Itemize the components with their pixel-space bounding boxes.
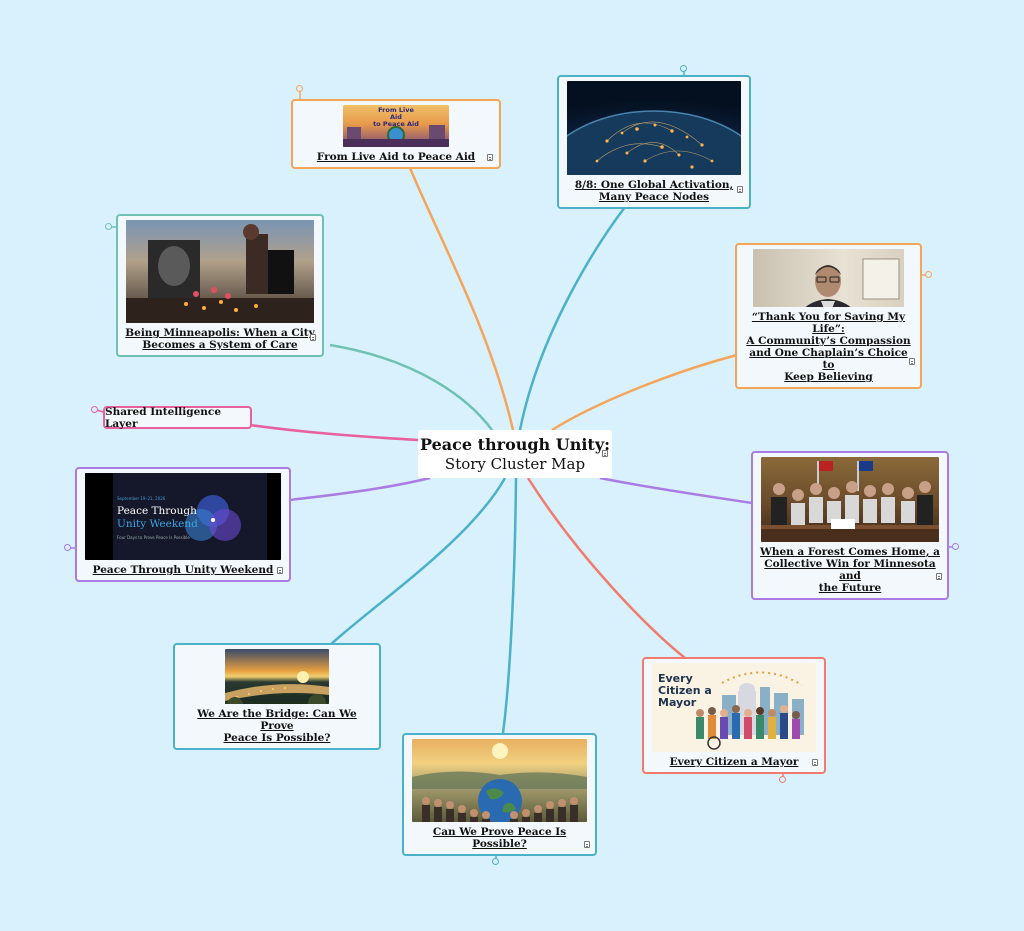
node-weekend[interactable]: September 19–21, 2026 Peace Through Unit… [75,467,291,582]
node-minneapolis[interactable]: Being Minneapolis: When a City Becomes a… [116,214,324,357]
weekend-line1: Peace Through [117,505,197,517]
memorial-photo [126,220,314,323]
note-icon[interactable] [737,186,743,193]
weekend-banner: September 19–21, 2026 Peace Through Unit… [85,473,281,560]
node-title[interactable]: From Live Aid to Peace Aid [316,151,476,163]
note-icon[interactable] [812,759,818,766]
live-aid-image-text: From Live Aid to Peace Aid [373,106,419,128]
central-topic[interactable]: Peace through Unity: Story Cluster Map [418,430,612,478]
weekend-date: September 19–21, 2026 [117,496,166,501]
node-title[interactable]: 8/8: One Global Activation, Many Peace N… [574,179,734,203]
note-icon[interactable] [602,450,608,457]
collapse-dot-icon[interactable] [680,65,687,72]
note-icon[interactable] [277,567,283,574]
node-global-activation[interactable]: 8/8: One Global Activation, Many Peace N… [557,75,751,209]
node-bridge[interactable]: We Are the Bridge: Can We Prove Peace Is… [173,643,381,750]
collapse-dot-icon[interactable] [296,85,303,92]
central-topic-subtitle: Story Cluster Map [444,454,586,473]
weekend-line2: Unity Weekend [117,518,198,530]
chaplain-portrait [753,249,904,307]
node-title[interactable]: When a Forest Comes Home, a Collective W… [760,546,940,594]
node-forest[interactable]: When a Forest Comes Home, a Collective W… [751,451,949,600]
note-icon[interactable] [909,358,915,365]
weekend-sub: Four Days to Prove Peace Is Possible [117,535,190,540]
collapse-dot-icon[interactable] [91,406,98,413]
collapse-dot-icon[interactable] [105,223,112,230]
collapse-dot-icon[interactable] [925,271,932,278]
node-title[interactable]: Being Minneapolis: When a City Becomes a… [125,327,315,351]
mayor-illustration: Every Citizen a Mayor [652,663,816,752]
node-title[interactable]: Peace Through Unity Weekend [92,564,274,576]
node-chaplain[interactable]: “Thank You for Saving My Life”: A Commun… [735,243,922,389]
note-icon[interactable] [584,841,590,848]
node-mayor[interactable]: Every Citizen a Mayor Every Citizen a Ma… [642,657,826,774]
bridge-sunset-image [225,649,329,704]
node-title[interactable]: Can We Prove Peace Is Possible? [432,826,567,850]
node-title[interactable]: “Thank You for Saving My Life”: A Commun… [746,311,911,383]
mayor-image-text: Every Citizen a Mayor [658,672,712,709]
live-aid-image: From Live Aid to Peace Aid [343,105,449,147]
node-title[interactable]: We Are the Bridge: Can We Prove Peace Is… [197,708,357,744]
node-title[interactable]: Every Citizen a Mayor [669,756,799,768]
globe-circle-image [412,739,587,822]
node-live-aid[interactable]: From Live Aid to Peace Aid From Live Aid… [291,99,501,169]
node-title: Shared Intelligence Layer [105,405,222,430]
collapse-dot-icon[interactable] [64,544,71,551]
collapse-dot-icon[interactable] [952,543,959,550]
node-shared-intelligence[interactable]: Shared Intelligence Layer [103,405,252,430]
globe-night-image [567,81,741,175]
note-icon[interactable] [936,573,942,580]
node-prove-peace[interactable]: Can We Prove Peace Is Possible? [402,733,597,856]
collapse-dot-icon[interactable] [779,776,786,783]
collapse-dot-icon[interactable] [492,858,499,865]
note-icon[interactable] [310,334,316,341]
central-topic-title: Peace through Unity: [419,434,611,454]
signing-photo [761,457,939,542]
note-icon[interactable] [487,154,493,161]
